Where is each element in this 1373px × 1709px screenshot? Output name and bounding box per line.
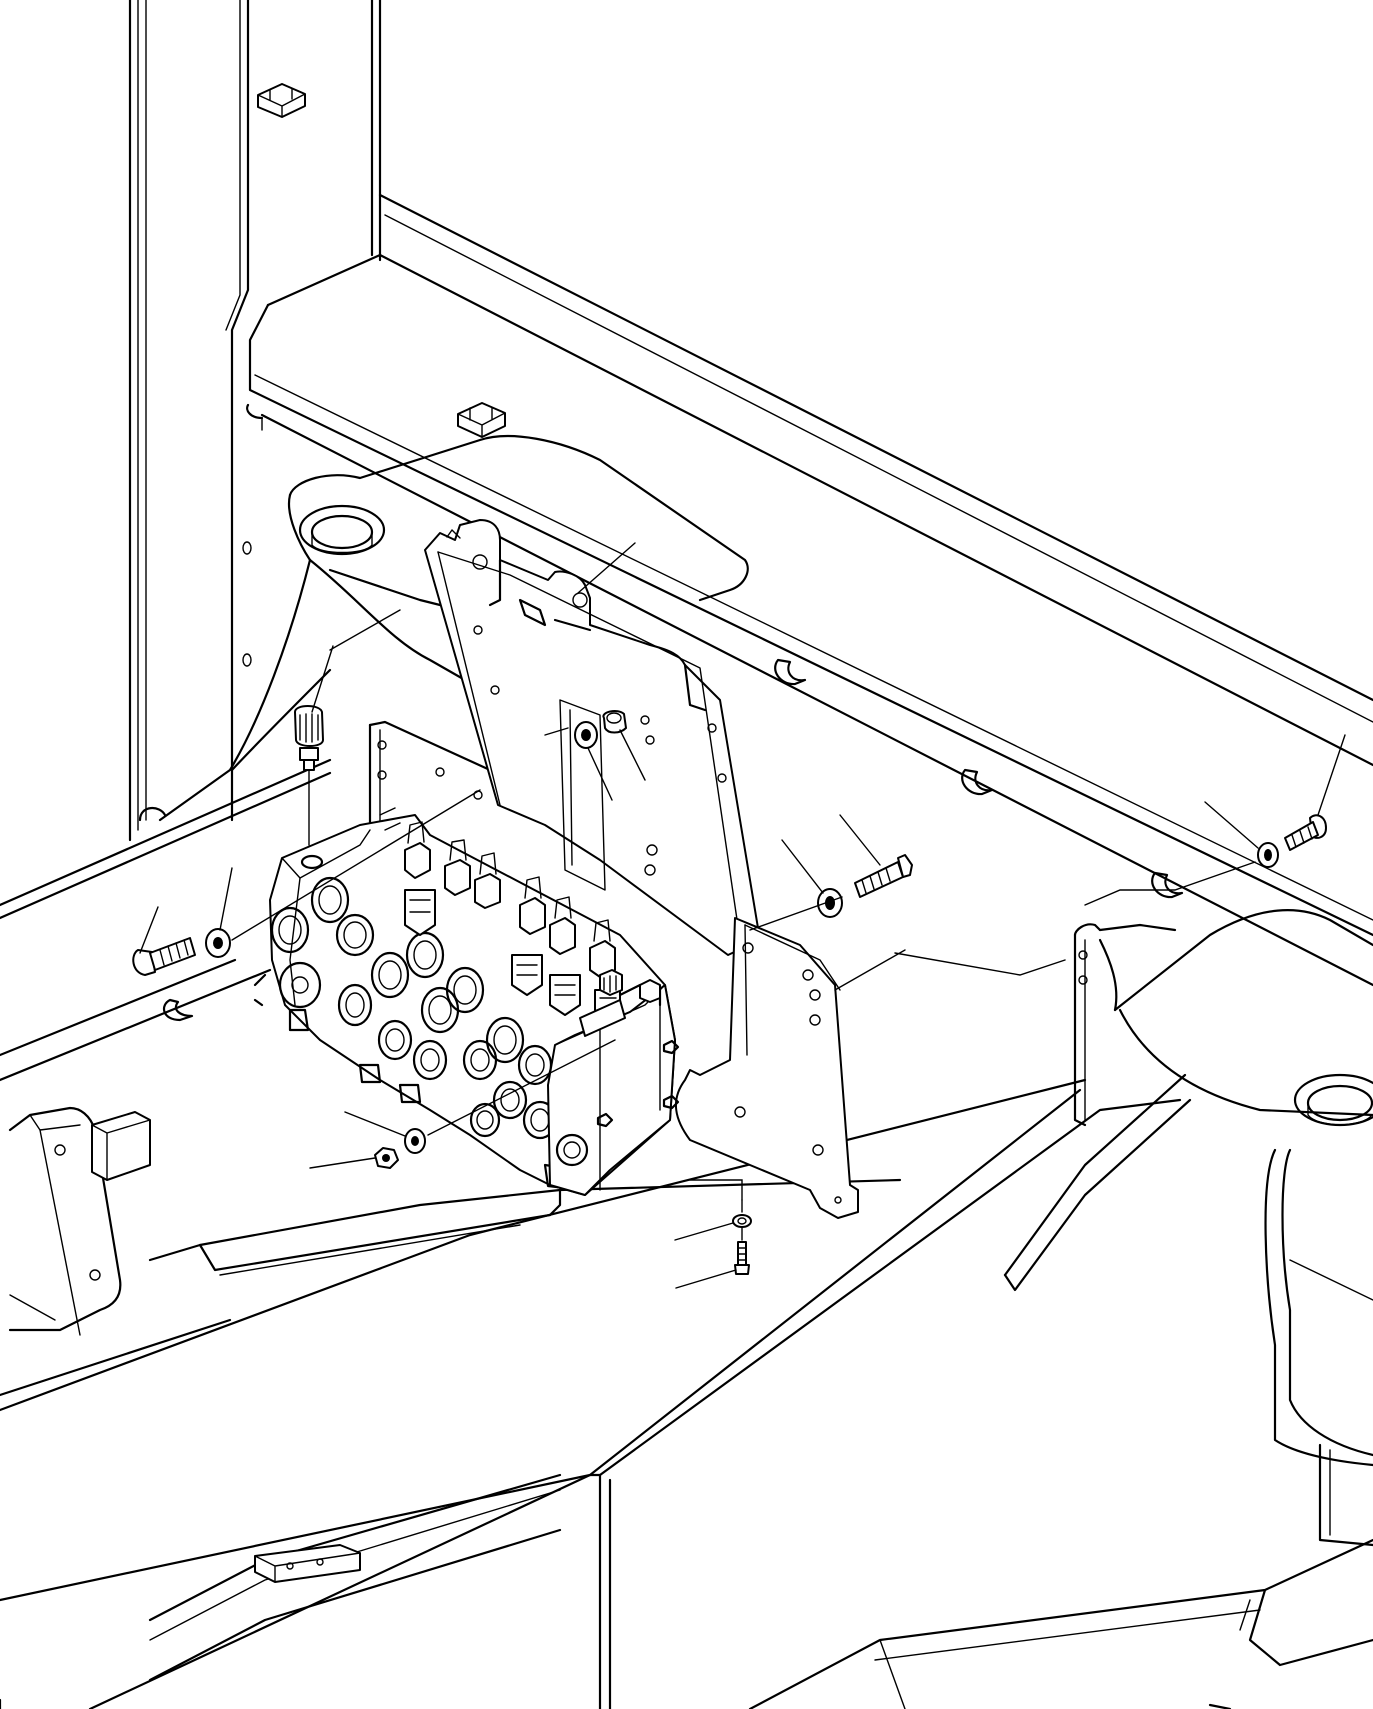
leader-bolt-left — [139, 906, 159, 954]
center-fasteners — [817, 854, 913, 918]
leader-washer-right — [1204, 801, 1259, 849]
leader-washer-center — [781, 839, 824, 894]
mount-block-left — [91, 1111, 151, 1181]
rear-frame-rails — [248, 193, 1373, 987]
leader-nut-lower — [309, 1157, 376, 1169]
bracket-washers — [574, 710, 627, 749]
back-plate — [368, 720, 492, 837]
leader-washer-bracket-2 — [619, 729, 646, 781]
misc-details — [246, 403, 401, 1007]
lower-main-frame — [0, 1088, 1373, 1709]
leader-lines — [139, 542, 1346, 1289]
bottom-fasteners — [732, 1199, 752, 1275]
right-crossmember — [1003, 909, 1373, 1709]
rail-clips — [774, 658, 1184, 899]
control-valve-assembly — [269, 814, 680, 1196]
leader-washer-bottom — [674, 1222, 734, 1241]
breather-valve — [294, 705, 324, 846]
leader-bracket-upper — [577, 542, 636, 594]
clamp-rail — [457, 402, 506, 438]
left-lower-bracket — [8, 1106, 122, 1336]
lower-fasteners — [374, 1128, 426, 1169]
leader-bolt-bottom — [675, 1269, 737, 1289]
left-fasteners — [132, 928, 231, 1022]
right-fasteners — [1257, 814, 1327, 868]
leader-bolt-center — [839, 814, 881, 866]
lower-frame-left — [0, 758, 1087, 1412]
mount-block-lower — [254, 1544, 361, 1583]
clamp-top — [257, 83, 306, 118]
leader-washer-lower — [344, 1111, 406, 1137]
leader-washer-left — [219, 867, 233, 931]
left-crossmember — [138, 434, 749, 822]
leader-washer-bracket-1 — [587, 747, 613, 801]
front-plate — [674, 917, 859, 1219]
alignment-lines — [231, 727, 1256, 1201]
left-post — [128, 0, 382, 842]
leader-bolt-right — [1317, 734, 1346, 816]
leader-breather-valve — [311, 645, 334, 713]
